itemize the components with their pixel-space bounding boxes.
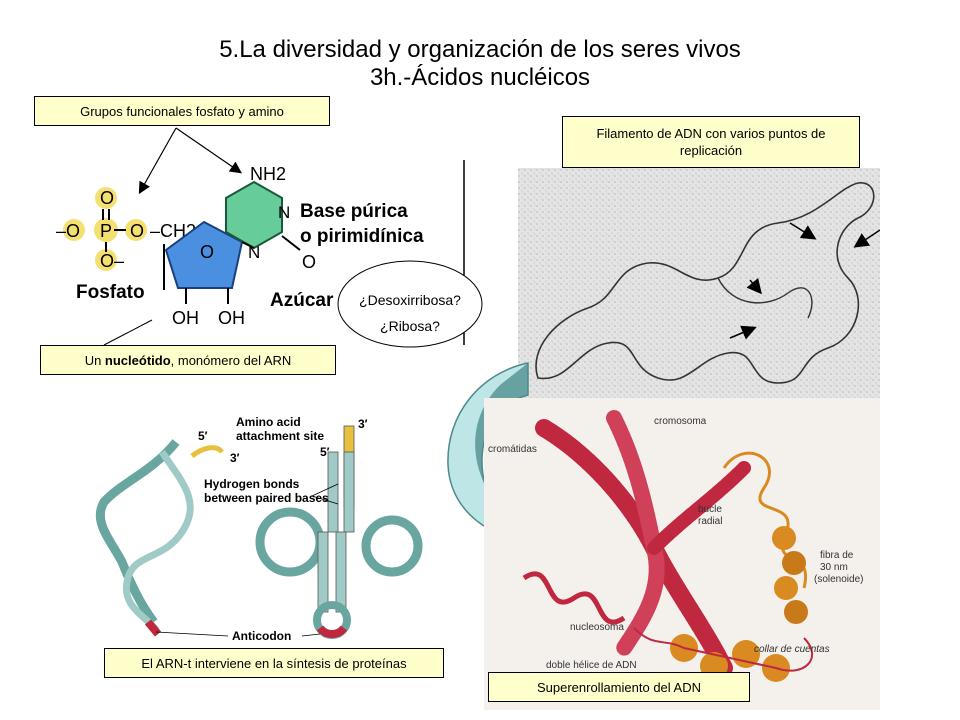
- label-nucleosoma: nucleosoma: [570, 622, 624, 633]
- d-loop: [255, 507, 325, 577]
- base-label-line1: Base púrica: [300, 201, 408, 222]
- question-ribosa: ¿Ribosa?: [380, 318, 440, 334]
- replication-arrow-4: [729, 325, 757, 340]
- p-atom: P: [100, 221, 112, 241]
- nucleotide-label: Un nucleótido, monómero del ARN: [40, 345, 336, 375]
- question-bubble: [337, 260, 483, 348]
- chromosome-diagram: cromosoma cromátidas bucle radial fibra …: [484, 398, 880, 710]
- hbonds-line2: between paired bases: [204, 491, 329, 505]
- o-left: –O: [56, 221, 80, 241]
- nucleotide-diagram: O –O P O –CH2 O– Fosfato O OH OH Azúcar …: [56, 162, 456, 340]
- phosphate-o-left-circle: [63, 219, 85, 241]
- nucleotide-label-suffix: , monómero del ARN: [170, 352, 292, 368]
- phosphate-label: Fosfato: [76, 282, 145, 303]
- trna-label: El ARN-t interviene en la síntesis de pr…: [104, 648, 444, 678]
- anticodon-label: Anticodon: [232, 629, 291, 643]
- dna-filament-label: Filamento de ADN con varios puntos de re…: [562, 116, 860, 168]
- slide-title-line1: 5.La diversidad y organización de los se…: [219, 36, 741, 63]
- replication-arrow-1: [789, 222, 817, 240]
- label-bucle-1: bucle: [698, 504, 722, 515]
- t-loop: [361, 515, 423, 577]
- trna-3d-amino-end: [190, 445, 224, 459]
- label-fibra-3: (solenoide): [814, 574, 863, 585]
- trna-3d-ribbon-a: [95, 439, 180, 625]
- nucleotide-label-prefix: Un: [84, 352, 105, 368]
- sugar-label: Azúcar: [270, 290, 334, 311]
- supercoiling-label: Superenrollamiento del ADN: [488, 672, 750, 702]
- dna-double-helix: [522, 571, 626, 625]
- trna-3d-ribbon-b: [122, 450, 194, 633]
- trna-3prime-left: 3′: [230, 451, 240, 465]
- question-desoxirribosa: ¿Desoxirribosa?: [359, 292, 461, 308]
- o-keto: O: [302, 252, 316, 272]
- phosphate-o-bottom-circle: [95, 249, 117, 271]
- phosphate-o-top-circle: [95, 187, 117, 209]
- oh-1: OH: [172, 308, 199, 328]
- solenoid-fiber: [772, 526, 808, 624]
- o-mid: O: [130, 221, 144, 241]
- label-doble-helice: doble hélice de ADN: [546, 660, 637, 671]
- anticodon-bases: [316, 625, 348, 638]
- replication-arrow-2: [853, 229, 880, 248]
- arrow-to-amino: [175, 127, 242, 174]
- dna-micrograph: [518, 168, 880, 400]
- label-collar: collar de cuentas: [754, 644, 830, 655]
- line-to-nucleotide: [103, 319, 153, 346]
- nucleotide-label-bold: nucleótido: [104, 352, 171, 368]
- trna-5prime-left: 5′: [198, 429, 208, 443]
- slide-title-line2: 3h.-Ácidos nucléicos: [369, 64, 591, 91]
- dna-strand: [535, 182, 875, 384]
- label-fibra-1: fibra de: [820, 550, 854, 561]
- trna-3prime-right: 3′: [358, 417, 368, 431]
- acceptor-stem-left: [327, 451, 339, 533]
- arrow-to-phosphate: [138, 127, 177, 195]
- anticodon-stem-left: [317, 531, 329, 613]
- amino-site-line1: Amino acid: [236, 415, 301, 429]
- acceptor-stem-right: [343, 451, 355, 533]
- dna-branch: [717, 277, 813, 319]
- phosphate-p-circle: [94, 218, 118, 242]
- oh-2: OH: [218, 308, 245, 328]
- label-cromatidas: cromátidas: [488, 444, 537, 455]
- n-top: N: [278, 203, 290, 222]
- anticodon-stem-right: [335, 531, 347, 613]
- amino-site-line2: attachment site: [236, 429, 324, 443]
- label-fibra-2: 30 nm: [820, 562, 848, 573]
- o-ring: O: [200, 242, 214, 262]
- trna-5prime-right: 5′: [320, 445, 330, 459]
- label-bucle-2: radial: [698, 516, 722, 527]
- phosphate-o-mid-circle: [125, 219, 147, 241]
- nh2-group: NH2: [250, 164, 286, 184]
- o-top: O: [100, 188, 114, 208]
- o-bottom: O–: [100, 251, 124, 271]
- chromatid-arm-3: [647, 461, 751, 555]
- functional-groups-label: Grupos funcionales fosfato y amino: [34, 96, 330, 126]
- replication-arrow-3: [746, 277, 762, 295]
- trna-diagram: 5′ 3′ Amino acid attachment site 3′ 5′ H…: [92, 412, 430, 648]
- n-bottom: N: [248, 243, 260, 262]
- label-cromosoma: cromosoma: [654, 416, 707, 427]
- hbonds-line1: Hydrogen bonds: [204, 477, 300, 491]
- base-label-line2: o pirimidínica: [300, 226, 424, 247]
